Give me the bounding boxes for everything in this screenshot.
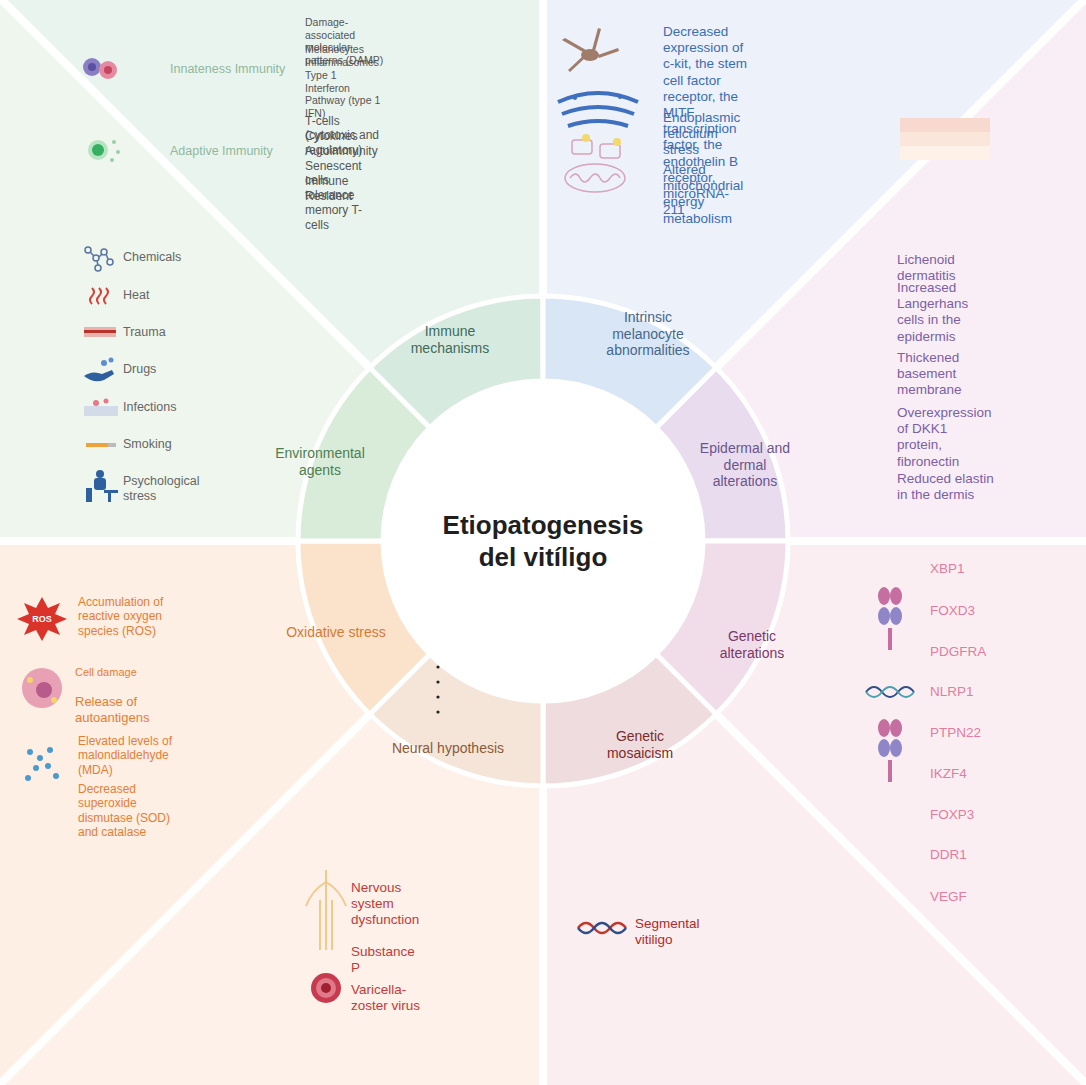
sector-name: Genetic alterations [697,628,807,662]
heat-icon [90,288,108,304]
innate-icon [83,58,117,79]
center-title: Etiopatogenesis del vitíligo [433,509,653,574]
factor-text: Heat [123,288,149,303]
icons [17,28,990,1003]
factor-text: Segmental vitiligo [635,916,704,948]
sector-name: Epidermal and dermal alterations [690,440,800,490]
factor-text: VEGF [930,889,967,905]
factor-text: Cytokines [305,129,358,143]
molecule-icon [25,747,59,781]
er-icon [558,93,638,126]
dot [436,665,439,668]
icon-label: ROS [32,614,52,624]
ring-label-box: Genetic alterations [695,626,809,664]
dna-icon [866,687,914,697]
sector-name: Intrinsic melanocyte abnormalities [593,309,703,359]
factor-text: IKZF4 [930,766,967,782]
ring-label-box: Epidermal and dermal alterations [688,438,802,493]
sector-panel: Nervous system dysfunctionSubstance P Var… [347,876,424,1035]
receptor-icon [878,719,902,782]
factor-text: Trauma [123,325,166,340]
factor-text: Elevated levels of malondialdehyde (MDA) [78,734,173,777]
sector-name: Genetic mosaicism [585,728,695,762]
factor-text: Autoimmunity [305,144,378,158]
factor-text: XBP1 [930,561,965,577]
sector-panel: XBP1FOXD3PDGFRA NLRP1PTPN22IKZF4FOXP3DDR1… [926,557,991,910]
factor-text: Infections [123,400,177,415]
sector-name: Neural hypothesis [378,740,518,757]
factor-text: Resident memory T-cells [305,189,384,232]
ring-label-box: Environmental agents [258,443,382,481]
sector-panel: Accumulation of reactive oxygen species … [71,591,173,858]
ring-label-box: Neural hypothesis [376,738,520,759]
sector-panel: Decreased expression of c-kit, the stem … [659,20,748,239]
drugs-icon [84,358,114,382]
factor-text: FOXD3 [930,603,975,619]
factor-text: Altered mitochondrial energy metabolism [663,162,748,227]
factor-text: Nervous system dysfunction [351,880,424,929]
nerve-icon [306,870,346,950]
ros-star [17,597,67,641]
sector-panel: Lichenoid dermatitisIncreased Langerhans… [893,248,996,540]
skin-icon [900,118,990,160]
adaptive-icon [88,140,120,162]
ring-label-box: Intrinsic melanocyte abnormalities [591,307,705,362]
factor-text: Innateness Immunity [170,62,285,77]
factor-text: Smoking [123,437,172,452]
ring-label-box: Oxidative stress [279,622,393,643]
factor-text: Cell damage [75,666,137,679]
factor-text: Melanocytes [305,43,364,56]
trauma-icon [84,327,116,337]
factor-text: PTPN22 [930,725,981,741]
sector-panel: Segmental vitiligo [631,912,704,953]
factor-text: Release of autoantigens [75,694,173,725]
factor-text: DDR1 [930,847,967,863]
factor-text: FOXP3 [930,807,974,823]
dna-icon [578,923,626,933]
factor-text: Chemicals [123,250,181,265]
factor-text: Increased Langerhans cells in the epider… [897,280,996,345]
dot [436,695,439,698]
factor-text: Type 1 Interferon Pathway (type 1 IFN) [305,69,384,119]
factor-text: Substance P [351,944,424,976]
center-circle: Etiopatogenesis del vitíligo [385,383,701,699]
dot [436,710,439,713]
factor-text: Accumulation of reactive oxygen species … [78,595,173,638]
chemicals-icon [85,247,113,271]
ring-label-box: Immune mechanisms [393,321,507,359]
cell-icon [22,668,62,708]
factor-text: Psychological stress [123,474,204,504]
factor-text: Drugs [123,362,156,377]
infections-icon [84,399,118,417]
smoking-icon [86,443,116,447]
sector-panel: ChemicalsHeatTraumaDrugsInfectionsSmokin… [119,246,204,508]
factor-text: Inflammasomes [305,56,379,69]
sector-name: Oxidative stress [281,624,391,641]
factor-text: Overexpression of DKK1 protein, fibronec… [897,405,996,470]
sector-name: Immune mechanisms [395,323,505,357]
factor-text: Decreased superoxide dismutase (SOD) and… [78,782,173,840]
factor-text: Reduced elastin in the dermis [897,471,996,503]
receptor-icon [878,587,902,650]
stress-icon [86,470,118,502]
virus-icon [311,973,341,1003]
factor-text: PDGFRA [930,644,986,660]
mitochondria-icon [565,134,625,192]
melanocyte-icon [562,28,619,72]
dot [436,680,439,683]
factor-text: Varicella-zoster virus [351,982,424,1014]
factor-text: Adaptive Immunity [170,144,273,159]
sector-name: Environmental agents [260,445,380,479]
factor-text: Thickened basement membrane [897,350,996,399]
factor-text: Lichenoid dermatitis [897,252,996,284]
ring-label-box: Genetic mosaicism [583,726,697,764]
factor-text: NLRP1 [930,684,974,700]
sector-panel: Innateness ImmunityDamage-associated mol… [166,12,384,237]
factor-text: Endoplasmic reticulum stress [663,110,748,159]
